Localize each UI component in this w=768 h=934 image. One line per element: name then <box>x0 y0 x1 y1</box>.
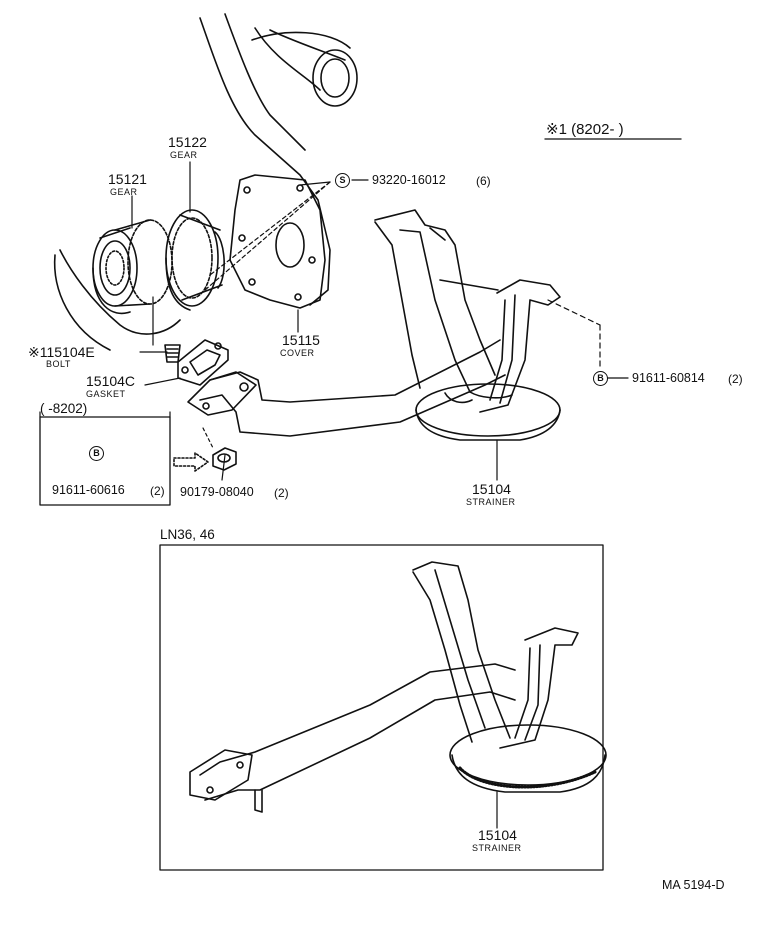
inset-frame <box>159 544 604 871</box>
bolt-name: BOLT <box>46 359 71 369</box>
gear-15122-drawing <box>165 209 225 311</box>
gear-15122-number: 15122 <box>168 134 207 150</box>
old-type-box-bracket <box>39 411 171 418</box>
screw-part-number: 93220-16012 <box>372 173 446 187</box>
pump-cover-drawing <box>229 174 326 309</box>
bolt-b-badge: B <box>593 371 608 386</box>
bolt-number: ※115104E <box>28 344 95 360</box>
screw-quantity: (6) <box>476 174 491 188</box>
strainer-main-name: STRAINER <box>466 497 516 507</box>
nut-drawing <box>212 447 237 471</box>
old-type-range: ( -8202) <box>40 401 88 416</box>
strainer-inset-number: 15104 <box>478 827 517 843</box>
gasket-number: 15104C <box>86 373 136 389</box>
old-type-part-number: 91611-60616 <box>52 483 125 497</box>
inset-title: LN36, 46 <box>160 527 215 542</box>
engine-block-outline <box>53 13 358 351</box>
cover-number: 15115 <box>282 332 320 348</box>
gear-15121-drawing <box>92 219 173 315</box>
leader-lines <box>131 161 629 481</box>
strainer-main-drawing <box>187 209 561 441</box>
gear-15121-number: 15121 <box>108 171 147 187</box>
header-note: ※1 (8202- ) <box>546 121 624 138</box>
old-type-quantity: (2) <box>150 484 165 498</box>
gasket-drawing <box>177 339 229 386</box>
strainer-main-number: 15104 <box>472 481 511 497</box>
nut-quantity: (2) <box>274 486 289 500</box>
gear-15122-name: GEAR <box>170 150 198 160</box>
cover-name: COVER <box>280 348 315 358</box>
strainer-inset-name: STRAINER <box>472 843 522 853</box>
screw-s-badge: S <box>335 173 350 188</box>
gasket-name: GASKET <box>86 389 126 399</box>
bolt-drawing <box>164 344 181 363</box>
figure-code: MA 5194-D <box>662 878 725 892</box>
nut-part-number: 90179-08040 <box>180 485 254 499</box>
bolt-b-quantity: (2) <box>728 372 743 386</box>
strainer-inset-drawing <box>189 561 607 829</box>
gear-15121-name: GEAR <box>110 187 138 197</box>
bolt-b-part-number: 91611-60814 <box>632 371 705 385</box>
arrow-to-nut <box>173 452 209 472</box>
old-type-badge: B <box>89 446 104 461</box>
old-type-box <box>39 416 171 506</box>
